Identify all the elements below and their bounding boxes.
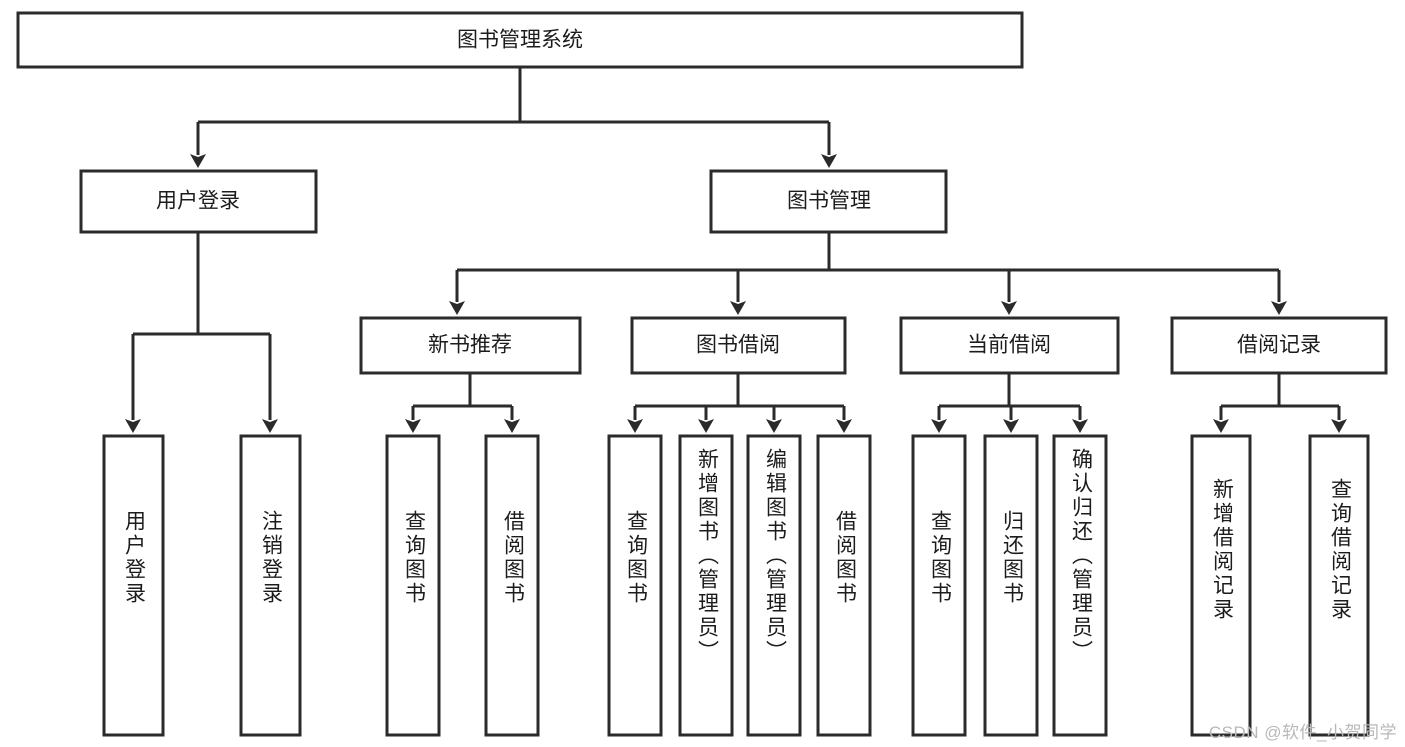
node-borrow-record[interactable]: 借阅记录 [1170,316,1388,375]
node-book-borrow-box[interactable] [630,316,847,375]
leaf-logout-label: 注销登录 [259,510,283,606]
leaf-br-query-record[interactable]: 查询借阅记录 [1308,434,1370,737]
node-borrow-record-box[interactable] [1170,316,1388,375]
leaf-bb-borrow-book[interactable]: 借阅图书 [816,434,872,737]
leaf-bb-borrow-book-box[interactable] [816,434,872,737]
leaf-nbr-borrow-book-label: 借阅图书 [501,510,525,606]
leaf-bb-edit-book-label: 编辑图书（管理员） [763,448,787,664]
node-root-label: 图书管理系统 [457,29,583,52]
connector-group-book-borrow [627,373,852,433]
connector-group-borrow-record [1213,373,1347,433]
node-current-borrow-label: 当前借阅 [967,334,1051,357]
node-book-management-label: 图书管理 [787,190,871,213]
leaf-bb-query-book-box[interactable] [607,434,663,737]
leaf-br-query-record-label: 查询借阅记录 [1328,478,1352,622]
leaf-cb-query-book-box[interactable] [911,434,967,737]
leaf-cb-confirm-return[interactable]: 确认归还（管理员） [1052,434,1108,737]
leaf-nbr-query-book[interactable]: 查询图书 [385,434,441,737]
leaf-nbr-borrow-book[interactable]: 借阅图书 [484,434,540,737]
leaf-bb-query-book[interactable]: 查询图书 [607,434,663,737]
connector-group-book-mgmt [449,232,1287,315]
leaf-cb-query-book[interactable]: 查询图书 [911,434,967,737]
leaf-bb-borrow-book-label: 借阅图书 [833,510,857,606]
leaf-cb-return-book-box[interactable] [983,434,1039,737]
node-user-login-label: 用户登录 [156,190,240,213]
leaf-cb-query-book-label: 查询图书 [928,510,952,606]
leaf-user-login[interactable]: 用户登录 [102,434,165,737]
connector-group-current-borrow [931,373,1088,433]
connector-group-user-login [125,232,278,433]
node-book-management[interactable]: 图书管理 [709,169,948,234]
node-book-borrow-label: 图书借阅 [696,334,780,357]
node-new-book-recommend[interactable]: 新书推荐 [359,316,582,375]
leaf-nbr-query-book-label: 查询图书 [402,510,426,606]
leaf-bb-query-book-label: 查询图书 [624,510,648,606]
node-current-borrow-box[interactable] [899,316,1120,375]
leaf-nbr-borrow-book-box[interactable] [484,434,540,737]
leaf-logout-box[interactable] [239,434,302,737]
leaf-user-login-box[interactable] [102,434,165,737]
leaf-bb-add-book-box[interactable] [678,434,734,737]
node-book-management-box[interactable] [709,169,948,234]
leaf-cb-return-book[interactable]: 归还图书 [983,434,1039,737]
leaf-user-login-label: 用户登录 [122,510,146,606]
leaf-bb-edit-book[interactable]: 编辑图书（管理员） [746,434,802,737]
leaf-br-add-record-box[interactable] [1190,434,1252,737]
connector-group-new-book-rec [405,373,520,433]
node-current-borrow[interactable]: 当前借阅 [899,316,1120,375]
connector-group-root [190,67,837,168]
node-borrow-record-label: 借阅记录 [1237,334,1321,357]
leaf-bb-add-book-label: 新增图书（管理员） [695,448,719,664]
leaf-logout[interactable]: 注销登录 [239,434,302,737]
node-user-login[interactable]: 用户登录 [79,169,318,234]
node-user-login-box[interactable] [79,169,318,234]
node-book-borrow[interactable]: 图书借阅 [630,316,847,375]
leaf-cb-return-book-label: 归还图书 [1000,510,1024,606]
leaf-br-add-record-label: 新增借阅记录 [1210,478,1234,622]
leaf-br-query-record-box[interactable] [1308,434,1370,737]
node-root-box[interactable] [16,11,1024,69]
node-new-book-recommend-box[interactable] [359,316,582,375]
node-root[interactable]: 图书管理系统 [16,11,1024,69]
leaf-bb-add-book[interactable]: 新增图书（管理员） [678,434,734,737]
leaf-br-add-record[interactable]: 新增借阅记录 [1190,434,1252,737]
leaf-bb-edit-book-box[interactable] [746,434,802,737]
leaf-nbr-query-book-box[interactable] [385,434,441,737]
leaf-cb-confirm-return-box[interactable] [1052,434,1108,737]
node-new-book-recommend-label: 新书推荐 [428,334,512,357]
leaf-cb-confirm-return-label: 确认归还（管理员） [1069,448,1093,664]
